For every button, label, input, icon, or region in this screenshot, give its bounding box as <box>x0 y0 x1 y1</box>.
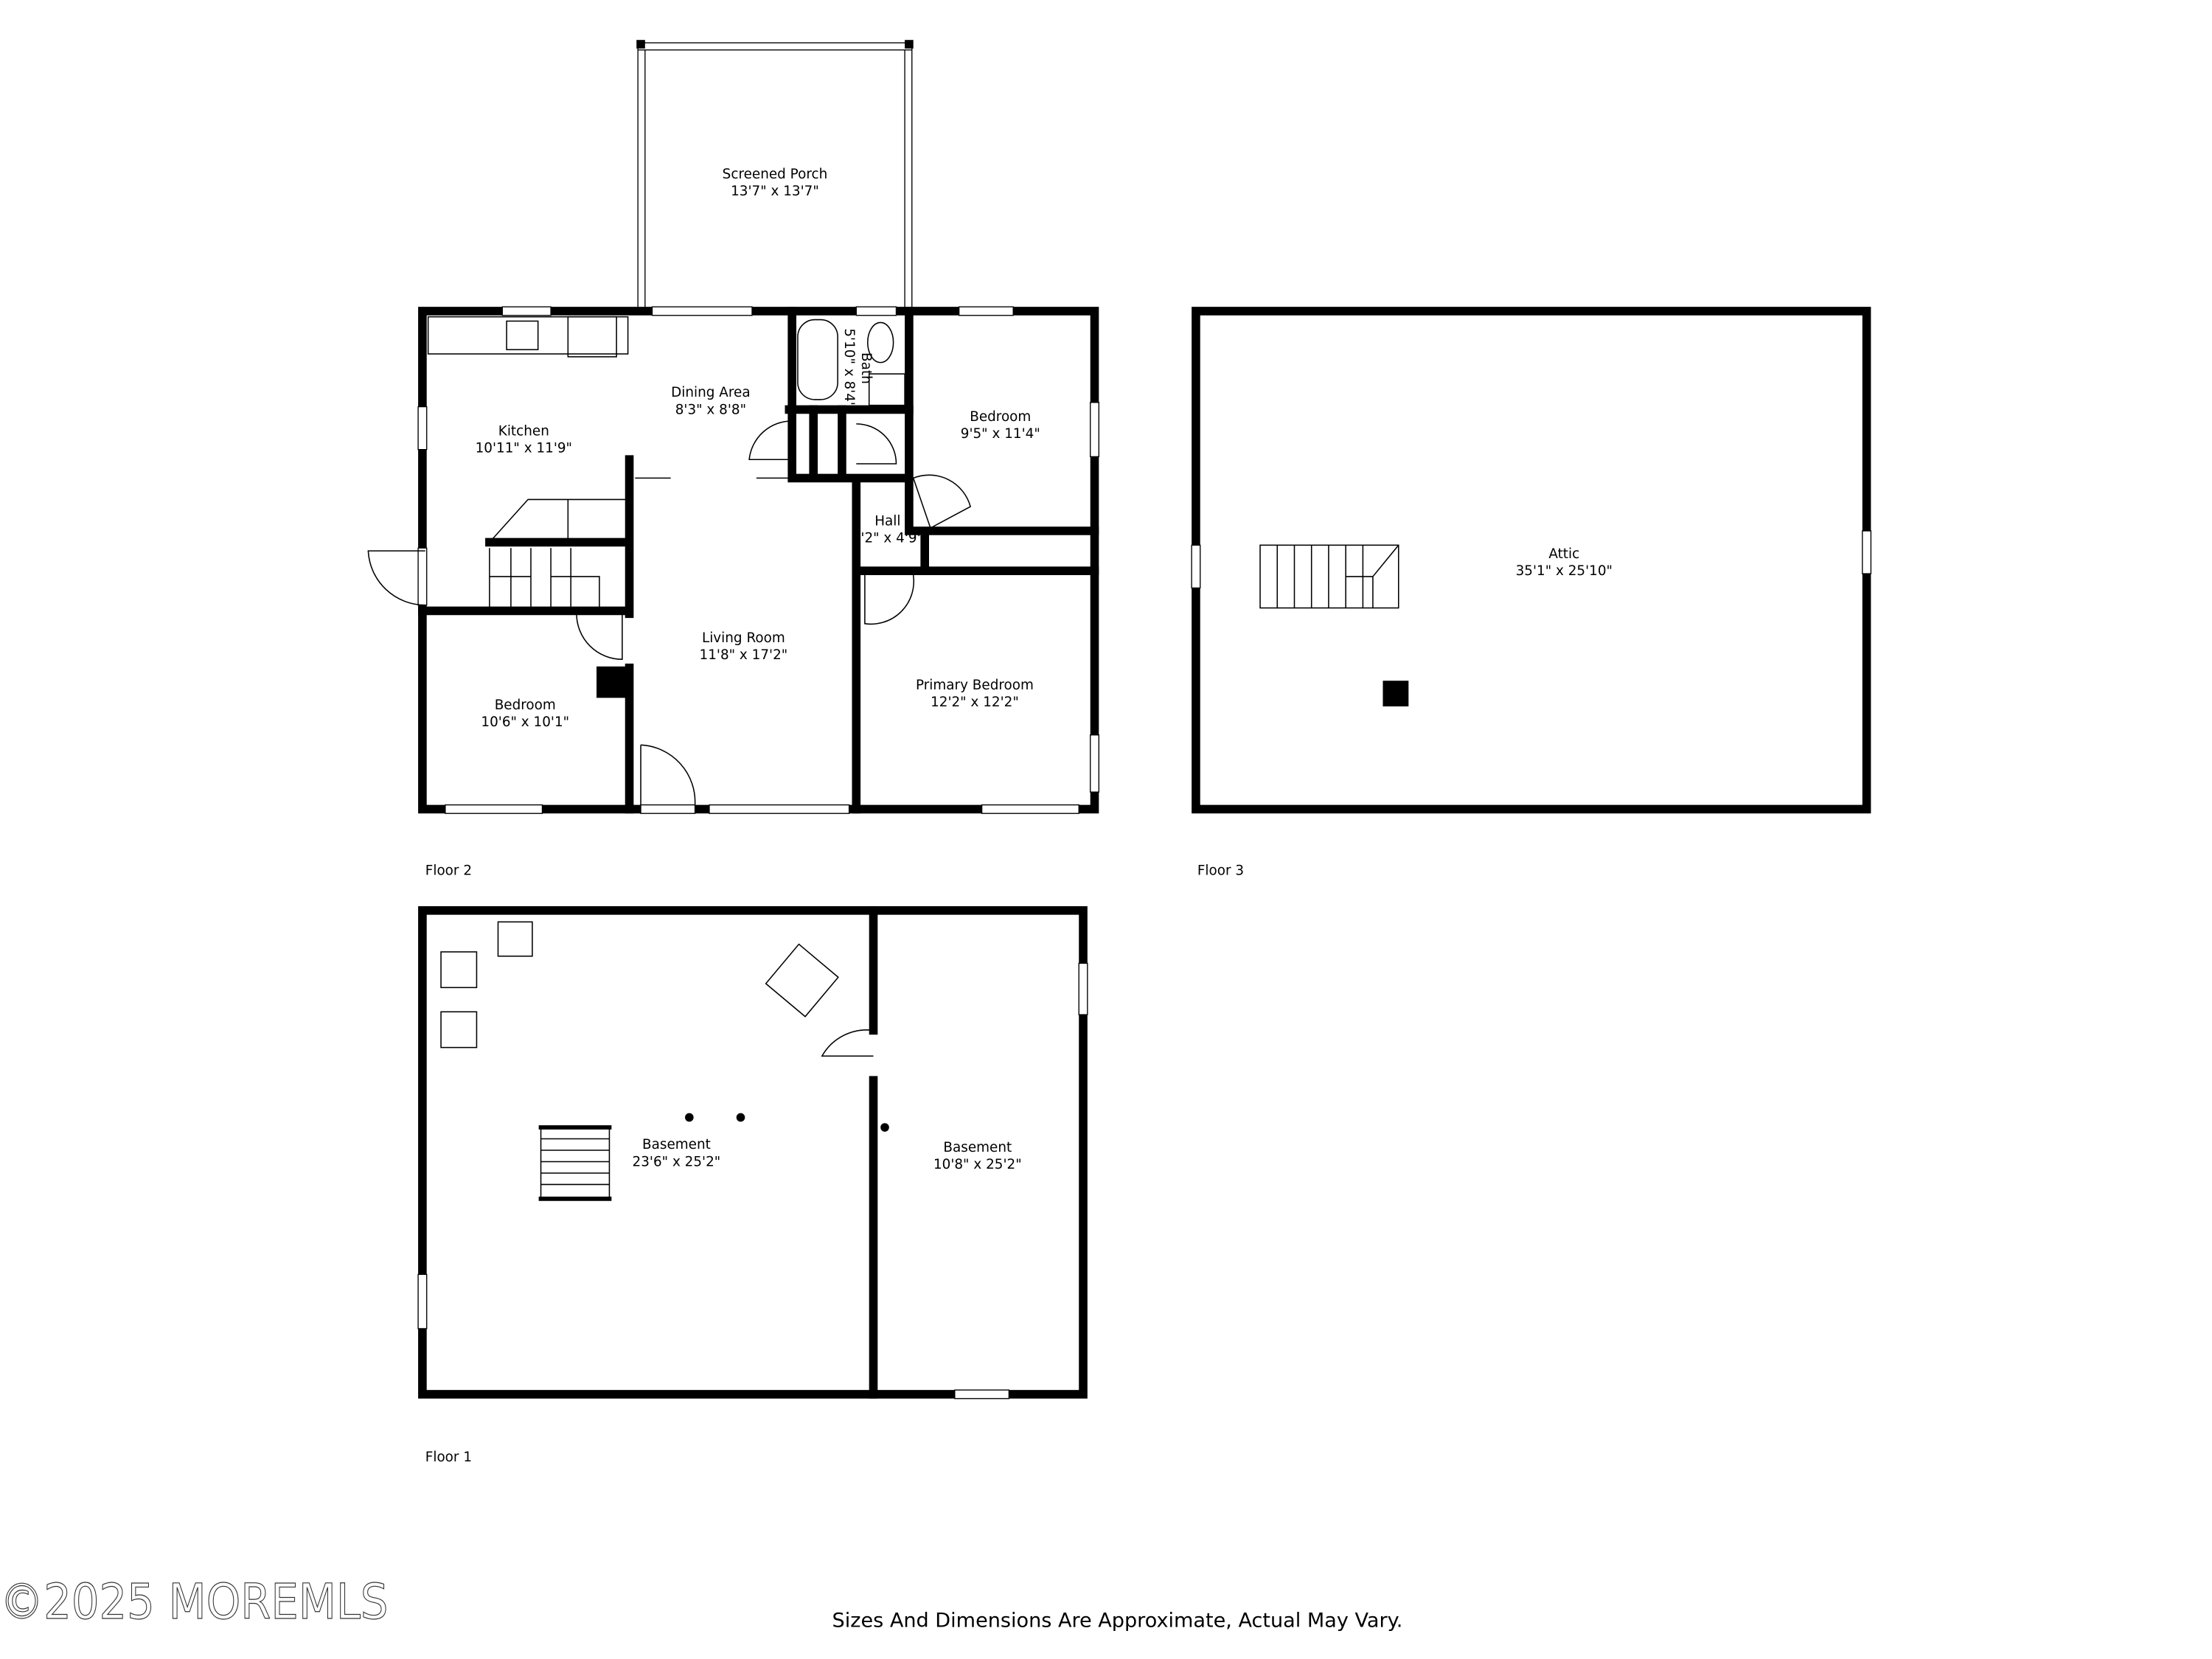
interior-walls <box>418 307 1099 814</box>
floor-label: Floor 3 <box>1197 863 1244 878</box>
chimney <box>1382 681 1409 707</box>
room-size: 13'7" x 13'7" <box>731 184 819 199</box>
kitchen-counters <box>427 316 630 543</box>
room-name: Primary Bedroom <box>916 678 1034 693</box>
window <box>1078 962 1088 1015</box>
doors <box>367 420 972 805</box>
room-size: 10'6" x 10'1" <box>481 714 569 730</box>
support-post <box>736 1113 745 1122</box>
room-size: 11'8" x 17'2" <box>700 647 788 663</box>
floor-2-plan: Screened Porch 13'7" x 13'7" Dining Area… <box>367 40 1099 878</box>
fireplace <box>597 666 628 698</box>
room-size: 3'2" x 4'9" <box>852 530 923 546</box>
stove-icon <box>567 316 617 358</box>
room-name: Basement <box>642 1137 711 1152</box>
room-size: 12'2" x 12'2" <box>931 695 1019 710</box>
room-size: 10'11" x 11'9" <box>476 441 572 456</box>
bath-fixtures <box>797 319 905 406</box>
bathtub-icon <box>797 319 838 400</box>
watermark: ©2025 MOREMLS <box>0 1573 388 1630</box>
room-size: 10'8" x 25'2" <box>933 1157 1022 1172</box>
window <box>417 1273 428 1329</box>
room-name: Kitchen <box>498 423 549 439</box>
utility-sink-icon <box>497 921 533 957</box>
floor-1-plan: Basement 23'6" x 25'2" Basement 10'8" x … <box>417 906 1088 1465</box>
room-size: 23'6" x 25'2" <box>633 1154 721 1169</box>
toilet-icon <box>867 321 894 364</box>
stairs <box>489 548 600 608</box>
floor-label: Floor 1 <box>425 1450 472 1465</box>
sink-icon <box>506 320 539 350</box>
bathroom-sink-icon <box>868 373 905 406</box>
room-size: 5'10" x 8'4" <box>841 328 857 408</box>
attic-outer-wall <box>1192 307 1871 814</box>
room-name: Dining Area <box>671 385 750 400</box>
window <box>954 1389 1010 1399</box>
room-size: 9'5" x 11'4" <box>961 426 1040 442</box>
basement-outer-wall <box>418 906 1088 1399</box>
stairs <box>538 1125 612 1201</box>
room-name: Basement <box>943 1140 1012 1155</box>
room-name: Bath <box>858 352 874 384</box>
room-name: Hall <box>874 513 900 529</box>
water-heater-icon <box>765 943 839 1018</box>
dryer-icon <box>440 1011 478 1048</box>
room-name: Attic <box>1548 546 1579 562</box>
disclaimer: Sizes And Dimensions Are Approximate, Ac… <box>832 1609 1403 1632</box>
floor-2-outer-wall <box>418 307 1099 814</box>
window <box>1862 530 1872 574</box>
stairs <box>1259 544 1399 609</box>
window <box>1191 544 1201 589</box>
room-name: Bedroom <box>970 409 1031 425</box>
floor-label: Floor 2 <box>425 863 472 878</box>
room-name: Living Room <box>702 630 785 646</box>
washer-icon <box>440 951 478 989</box>
room-name: Screened Porch <box>723 167 828 182</box>
room-size: 35'1" x 25'10" <box>1516 563 1613 579</box>
door <box>821 1029 874 1057</box>
room-size: 8'3" x 8'8" <box>675 402 746 417</box>
support-post <box>685 1113 694 1122</box>
windows <box>417 306 1099 814</box>
room-name: Bedroom <box>495 698 556 713</box>
floor-3-plan: Attic 35'1" x 25'10" Floor 3 <box>1191 307 1872 878</box>
support-post <box>880 1123 889 1132</box>
